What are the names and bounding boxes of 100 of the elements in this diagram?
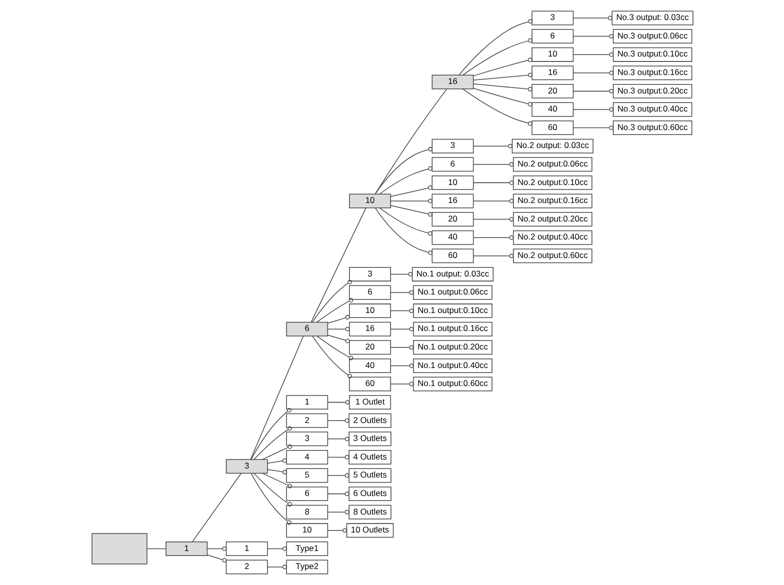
node-box: No.2 output:0.60cc [512,248,592,264]
node-box: No.1 output: 0.03cc [411,266,494,282]
connector [390,198,432,204]
connector [316,298,353,323]
connector [327,315,350,324]
connector [310,208,366,323]
connector [311,280,352,323]
node-box: No.3 output:0.10cc [612,47,692,62]
connector [250,473,291,525]
connector [390,290,414,295]
node-box: 16 [431,194,474,208]
node-box: No.2 output:0.40cc [512,230,592,245]
node-box: 3 [286,432,328,446]
connector [572,52,614,57]
connector [472,198,514,204]
node-box: 5 Outlets [348,468,391,483]
node-box: 2 [225,560,268,574]
connector [327,492,349,496]
node-box: 1 [286,395,328,410]
node-box: No.1 output:0.16cc [412,322,492,336]
connector [472,254,514,258]
node-box: 16 [531,66,574,80]
node-box: 16 [431,74,474,90]
connector [458,19,532,76]
connector [472,144,512,148]
connector [327,528,346,533]
connector [262,444,292,460]
node-box: 8 Outlets [348,504,391,520]
connector [374,146,432,194]
node-box: 6 [286,322,328,336]
connector [390,345,414,350]
connector [266,564,286,570]
node-box: 1 [225,541,268,556]
node-box: No.3 output:0.06cc [612,29,692,44]
node-box [91,533,147,564]
node-box: 1 [165,541,208,556]
node-box: 6 [431,157,474,172]
node-box: No.1 output:0.06cc [412,285,492,300]
connector [390,308,414,314]
node-box: 60 [531,120,574,136]
connector [253,472,292,506]
node-box: Type1 [286,541,328,556]
node-box: No.3 output:0.60cc [612,120,692,136]
node-box: 3 Outlets [348,432,391,446]
connector [472,162,514,167]
node-box: 10 [431,175,474,190]
node-box: No.2 output:0.20cc [512,212,592,227]
connector [327,455,349,460]
node-box: 2 [286,413,328,428]
node-box: 60 [348,376,390,392]
node-box: No.2 output:0.10cc [512,175,592,190]
connector [262,472,292,488]
connector [250,336,304,460]
node-box: No.1 output:0.40cc [412,358,492,373]
node-box: 3 [531,10,574,26]
connector [572,88,614,94]
connector [266,458,286,464]
node-box: 3 [348,266,390,282]
connector [374,88,447,194]
node-box: 10 [531,47,574,62]
node-box: 6 [286,486,328,502]
connector [462,88,532,126]
node-box: No.2 output:0.16cc [512,194,592,208]
connector [472,58,532,76]
node-box: 3 [225,459,268,474]
node-box: 10 [286,523,328,538]
connector [472,180,514,185]
node-box: 5 [286,468,328,483]
connector [572,70,614,76]
connector [374,208,432,256]
connector [390,185,432,197]
node-box: 40 [431,230,474,245]
connector [572,126,614,130]
node-box: 6 Outlets [348,486,391,502]
node-box: No.1 output:0.20cc [412,340,492,355]
node-box: 40 [531,102,574,117]
connector [572,107,614,112]
node-box: 16 [348,322,390,336]
connector [146,548,166,550]
connector [253,426,292,460]
connector [462,38,532,76]
node-box: 10 [348,304,390,318]
connector [192,472,241,542]
node-box: No.2 output: 0.03cc [511,138,593,154]
node-box: 1 Outlet [348,395,390,410]
connector [327,473,349,478]
connector [390,326,414,332]
connector [378,208,432,236]
connector [572,16,612,20]
connector [327,326,350,332]
node-box: 10 Outlets [346,523,394,538]
connector [472,72,532,81]
node-box: 60 [431,248,474,264]
connector [472,84,532,92]
connector [327,334,350,344]
node-box: 2 Outlets [348,413,391,428]
node-box: 20 [431,212,474,227]
connector [206,554,226,562]
connector [472,217,514,222]
connector [266,546,286,551]
